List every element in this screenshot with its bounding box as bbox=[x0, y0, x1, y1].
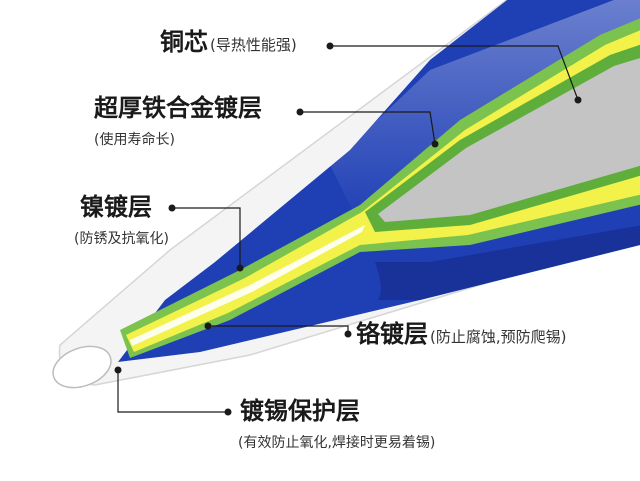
leader-dots bbox=[114, 42, 582, 416]
tip-end-face bbox=[52, 345, 112, 389]
chrome-desc: (防止腐蚀,预防爬锡) bbox=[430, 328, 567, 346]
iron-alloy-layer bbox=[126, 30, 640, 352]
copper-core bbox=[378, 58, 640, 222]
body-step-shadow bbox=[375, 225, 640, 300]
label-iron-alloy: 超厚铁合金镀层 bbox=[94, 94, 262, 122]
leader-copper bbox=[330, 45, 579, 101]
label-tin-desc: (有效防止氧化,焊接时更易着锡) bbox=[238, 435, 436, 451]
label-copper-core: 铜芯(导热性能强) bbox=[160, 30, 297, 54]
label-nickel: 镍镀层 bbox=[80, 193, 152, 221]
label-nickel-desc: (防锈及抗氧化) bbox=[74, 231, 169, 247]
copper-core-name: 铜芯 bbox=[160, 28, 208, 56]
leader-tin bbox=[117, 370, 228, 413]
label-tin: 镀锡保护层 bbox=[240, 397, 360, 425]
leader-iron bbox=[300, 111, 436, 145]
label-chrome: 铬镀层(防止腐蚀,预防爬锡) bbox=[356, 322, 566, 346]
alloy-inner-band bbox=[130, 225, 365, 346]
chrome-name: 铬镀层 bbox=[356, 320, 428, 348]
label-iron-alloy-desc: (使用寿命长) bbox=[94, 132, 175, 148]
copper-core-desc: (导热性能强) bbox=[210, 36, 297, 54]
leader-nickel bbox=[172, 207, 241, 268]
